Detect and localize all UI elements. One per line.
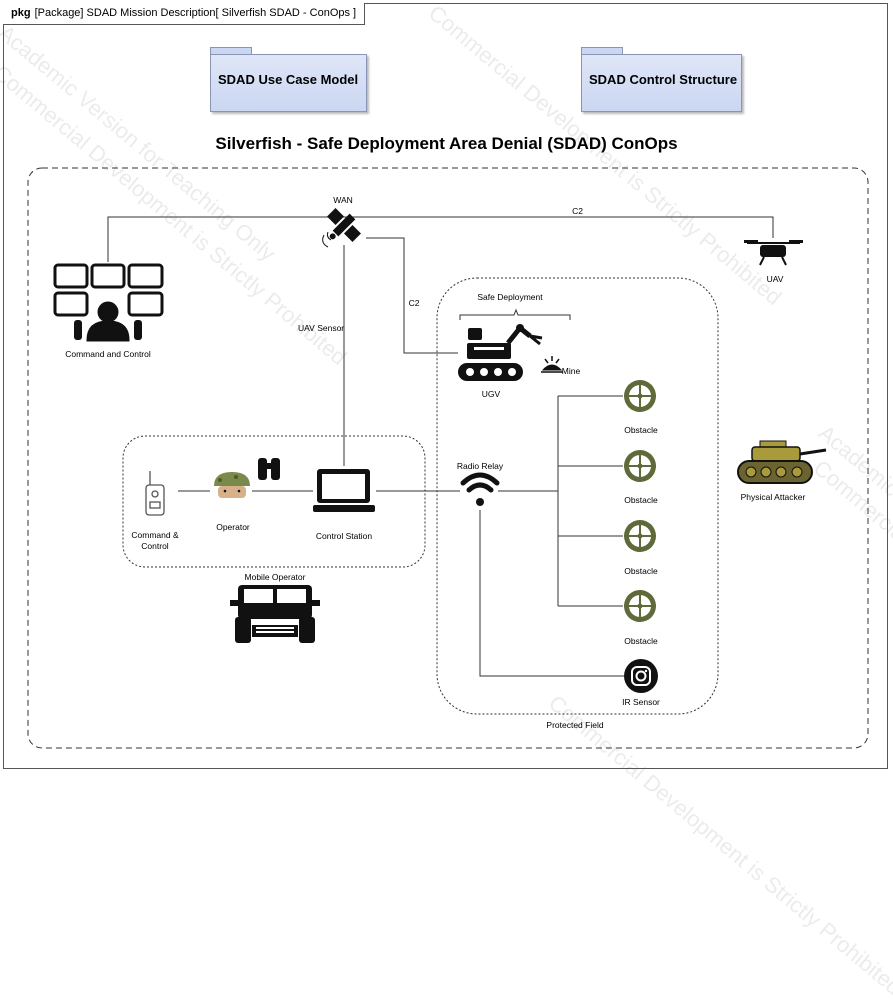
obstacle-label: Obstacle (624, 636, 658, 646)
diagram-title: Silverfish - Safe Deployment Area Denial… (215, 134, 678, 153)
obstacle-label: Obstacle (624, 566, 658, 576)
diagram-canvas (27, 167, 869, 749)
diagram-kind: pkg (11, 7, 31, 19)
satellite-icon[interactable] (318, 204, 365, 251)
physical-attacker-label: Physical Attacker (740, 492, 806, 502)
protected-field-boundary (436, 277, 719, 715)
safe-deployment-label: Safe Deployment (477, 292, 543, 302)
package-use-case-model[interactable]: SDAD Use Case Model (210, 54, 367, 112)
connector-lines (107, 216, 774, 677)
mobile-operator-boundary (122, 435, 426, 568)
protected-field-label: Protected Field (546, 720, 604, 730)
package-label: SDAD Use Case Model (218, 72, 359, 87)
signal-waves-icon (322, 231, 332, 248)
c2-label: C2 (572, 206, 583, 216)
outer-boundary (27, 167, 869, 749)
radio-relay-label: Radio Relay (456, 461, 504, 471)
soldier-icon[interactable] (214, 472, 250, 498)
diagram-name: [Package] SDAD Mission Description[ Silv… (34, 7, 357, 19)
package-tab (581, 47, 623, 56)
operator-label: Operator (216, 522, 250, 532)
obstacle-crosshair-icon[interactable] (624, 590, 656, 622)
uav-sensor-label: UAV Sensor (298, 323, 345, 333)
control-station-label: Control Station (315, 531, 373, 541)
package-tab (210, 47, 252, 56)
obstacle-crosshair-icon[interactable] (624, 450, 656, 482)
laptop-icon[interactable] (313, 469, 375, 512)
package-control-structure[interactable]: SDAD Control Structure (581, 54, 742, 112)
obstacle-crosshair-icon[interactable] (624, 520, 656, 552)
mobile-operator-label: Mobile Operator (244, 572, 306, 582)
uav-label: UAV (766, 274, 784, 284)
ugv-robot-icon[interactable] (458, 324, 543, 381)
binoculars-icon (258, 458, 280, 480)
drone-icon[interactable] (744, 240, 803, 266)
command-center-icon[interactable] (53, 263, 164, 342)
camera-sensor-icon[interactable] (624, 659, 658, 693)
mine-icon (541, 356, 563, 373)
obstacle-label: Obstacle (624, 495, 658, 505)
ir-sensor-label: IR Sensor (622, 697, 660, 707)
diagram-frame (3, 3, 888, 769)
command-radio-label: Control (141, 541, 169, 551)
diagram-header-tab: pkg[Package] SDAD Mission Description[ S… (3, 3, 366, 25)
mine-label: Mine (561, 366, 581, 376)
tank-icon[interactable] (737, 440, 827, 484)
safe-deployment-brace (459, 308, 571, 320)
ugv-label: UGV (481, 389, 501, 399)
command-and-control-label: Command and Control (65, 349, 151, 359)
wifi-icon[interactable] (460, 472, 500, 506)
humvee-icon (230, 585, 320, 643)
package-label: SDAD Control Structure (589, 72, 738, 87)
wan-label: WAN (333, 195, 353, 205)
radio-handheld-icon[interactable] (145, 471, 165, 516)
obstacle-crosshair-icon[interactable] (624, 380, 656, 412)
obstacle-label: Obstacle (624, 425, 658, 435)
c2-label: C2 (408, 298, 420, 308)
command-radio-label: Command & (131, 530, 179, 540)
